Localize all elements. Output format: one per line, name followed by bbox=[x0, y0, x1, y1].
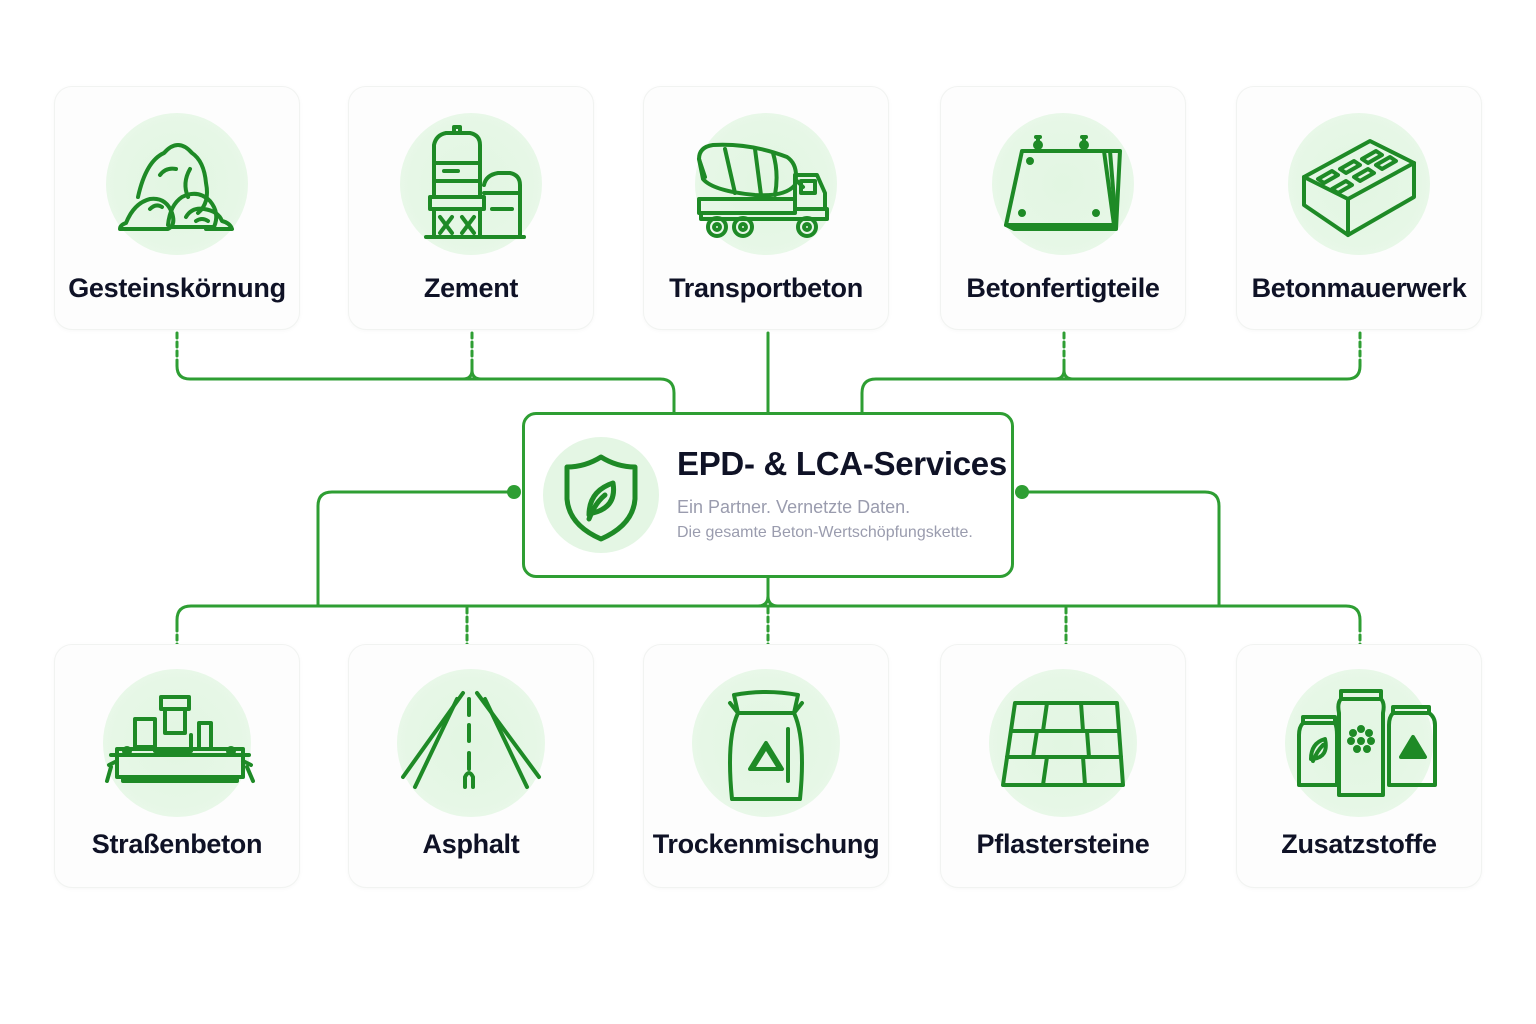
icon-circle bbox=[989, 669, 1137, 817]
category-label: Gesteinskörnung bbox=[68, 273, 286, 303]
icon-circle bbox=[400, 113, 542, 255]
road-icon bbox=[401, 691, 541, 789]
icon-circle bbox=[1288, 113, 1430, 255]
mortar-bag-icon bbox=[728, 690, 804, 801]
category-label: Straßenbeton bbox=[91, 829, 263, 859]
category-card-transportbeton[interactable]: Transportbeton bbox=[643, 86, 889, 330]
connector-node-right bbox=[1015, 485, 1029, 499]
shield-leaf-icon bbox=[564, 454, 638, 542]
hub-title: EPD- & LCA-Services bbox=[677, 445, 1007, 482]
icon-circle bbox=[695, 113, 837, 255]
icon-circle bbox=[992, 113, 1134, 255]
category-label: Asphalt bbox=[422, 829, 520, 859]
category-card-zusatzstoffe[interactable]: Zusatzstoffe bbox=[1236, 644, 1482, 888]
hub-subtitle: Ein Partner. Vernetzte Daten. bbox=[677, 497, 911, 517]
concrete-block-icon bbox=[1302, 139, 1416, 237]
precast-panel-icon bbox=[1004, 135, 1122, 231]
category-label: Betonmauerwerk bbox=[1251, 273, 1467, 303]
category-label: Zement bbox=[423, 273, 519, 303]
icon-circle bbox=[103, 669, 255, 817]
category-card-asphalt[interactable]: Asphalt bbox=[348, 644, 594, 888]
category-card-strassenbeton[interactable]: Straßenbeton bbox=[54, 644, 300, 888]
category-card-trockenmischung[interactable]: Trockenmischung bbox=[643, 644, 889, 888]
icon-circle bbox=[397, 669, 545, 817]
mixer-truck-icon bbox=[697, 142, 829, 238]
category-label: Pflastersteine bbox=[976, 829, 1150, 859]
hub-box[interactable]: EPD- & LCA-Services Ein Partner. Vernetz… bbox=[522, 412, 1014, 578]
category-label: Trockenmischung bbox=[652, 829, 880, 859]
paver-machine-icon bbox=[105, 695, 255, 783]
category-card-betonfertigteile[interactable]: Betonfertigteile bbox=[940, 86, 1186, 330]
hub-icon-circle bbox=[543, 437, 659, 553]
icon-circle bbox=[1285, 669, 1437, 817]
category-label: Transportbeton bbox=[669, 273, 863, 303]
rock-pile-icon bbox=[118, 143, 234, 231]
category-label: Betonfertigteile bbox=[966, 273, 1160, 303]
paving-tiles-icon bbox=[1001, 701, 1125, 787]
category-label: Zusatzstoffe bbox=[1281, 829, 1437, 859]
icon-circle bbox=[692, 669, 840, 817]
additive-containers-icon bbox=[1297, 689, 1437, 797]
hub-tagline: Die gesamte Beton-Wertschöpfungskette. bbox=[677, 524, 973, 541]
category-card-zement[interactable]: Zement bbox=[348, 86, 594, 330]
icon-circle bbox=[106, 113, 248, 255]
category-card-pflastersteine[interactable]: Pflastersteine bbox=[940, 644, 1186, 888]
cement-silo-icon bbox=[424, 125, 526, 239]
category-card-betonmauerwerk[interactable]: Betonmauerwerk bbox=[1236, 86, 1482, 330]
connector-node-left bbox=[507, 485, 521, 499]
category-card-gesteinskoernung[interactable]: Gesteinskörnung bbox=[54, 86, 300, 330]
